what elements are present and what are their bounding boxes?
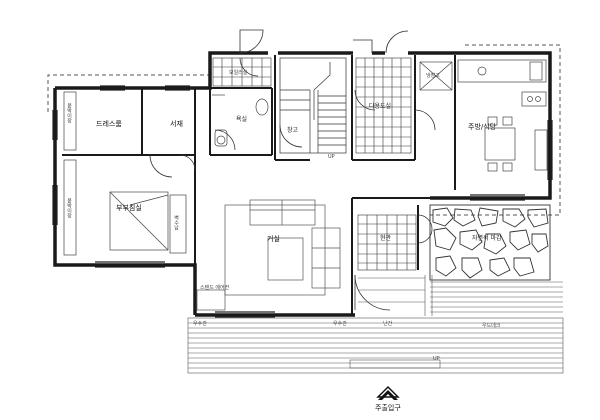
label-storage: 창고 — [287, 127, 299, 134]
label-kitchen: 주방/식당 — [468, 123, 497, 131]
label-main-entrance: 주출입구 — [375, 404, 401, 412]
label-master-bedroom: 부부침실 — [116, 204, 142, 212]
windows — [52, 85, 553, 318]
label-laundry: 다용도실 — [369, 103, 392, 110]
label-wall-storage: 벽수납 — [173, 215, 179, 230]
label-drain-1: 우수관 — [193, 321, 207, 327]
label-dressing-room: 드레스룸 — [96, 120, 122, 128]
bedroom-furniture — [63, 91, 187, 256]
label-bathroom: 욕실 — [236, 116, 248, 123]
living-furniture — [196, 199, 341, 311]
label-wood-deck: 우드데크 — [482, 323, 501, 329]
label-up-stair: UP — [328, 154, 335, 160]
label-wardrobe: 붙박이장 — [66, 103, 72, 123]
exterior-walls — [53, 51, 552, 317]
interior-walls — [62, 55, 456, 315]
label-up-deck: UP — [433, 356, 440, 362]
label-study: 서재 — [170, 120, 183, 128]
tiled-floors — [212, 57, 453, 271]
label-pantry: 냉장고 — [426, 73, 440, 79]
kitchen-fixtures — [457, 59, 548, 172]
label-living-room: 거실 — [267, 235, 280, 243]
stone-garden — [429, 204, 551, 281]
label-aircon: 스탠드 에어컨 — [200, 285, 230, 291]
up-chevron-icon — [376, 385, 400, 400]
label-drain-2: 우수관 — [333, 321, 347, 327]
bathroom-fixtures — [212, 94, 269, 147]
label-rail: 난간 — [383, 321, 393, 327]
wood-deck — [187, 275, 564, 374]
label-stone-garden: 자연석 마감 — [472, 235, 502, 242]
roof-outline — [47, 44, 561, 216]
label-utility: 보일러실 — [229, 70, 248, 76]
label-entrance: 현관 — [380, 235, 392, 242]
door-swings — [149, 29, 436, 311]
staircase — [279, 57, 347, 154]
label-closet: 붙박이장 — [66, 198, 72, 218]
